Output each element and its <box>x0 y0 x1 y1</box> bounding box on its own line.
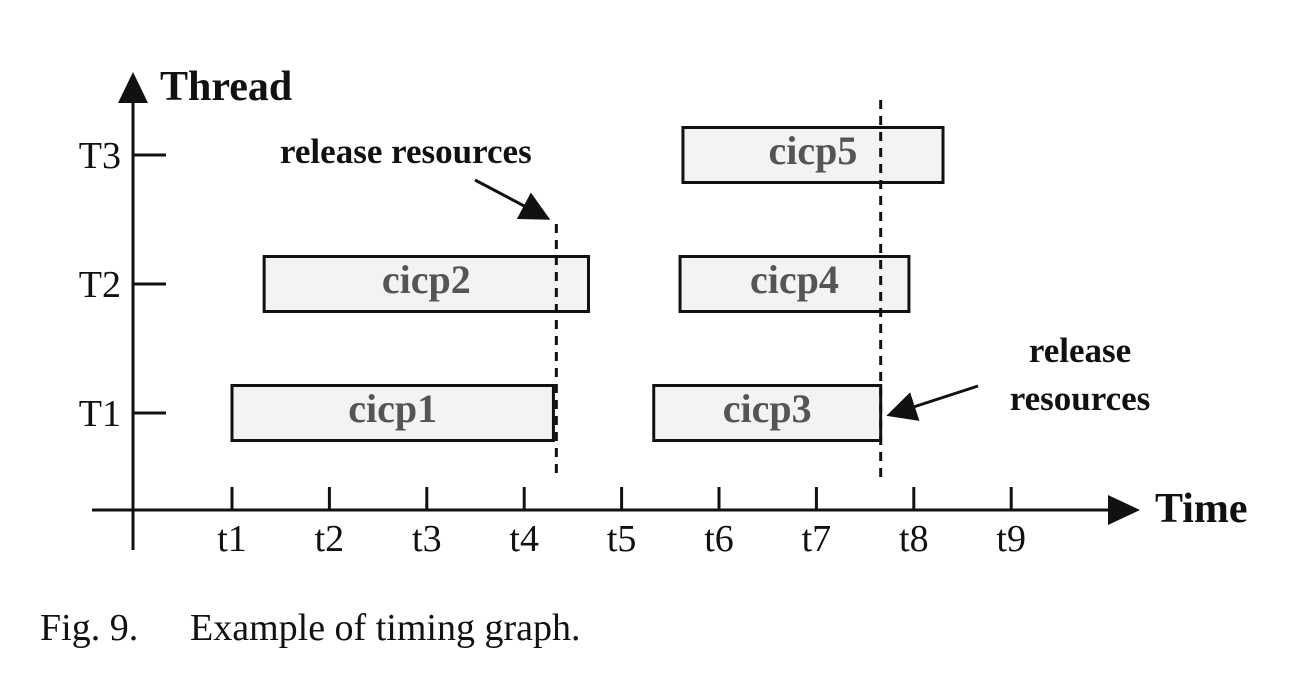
task-bar <box>262 255 590 313</box>
y-tick-label: T1 <box>79 393 121 435</box>
release-arrow-2 <box>886 384 979 421</box>
x-tick-label: t1 <box>217 518 247 560</box>
x-tick-label: t4 <box>509 518 539 560</box>
task-bar-label: cicp4 <box>750 257 839 302</box>
x-axis-arrowhead <box>1108 495 1140 525</box>
release-lines <box>554 100 883 483</box>
task-bar <box>230 384 555 442</box>
x-tick-label: t5 <box>607 518 637 560</box>
caption-number: Fig. 9. <box>40 607 139 649</box>
task-bar-label: cicp1 <box>348 386 437 431</box>
x-axis-title: Time <box>1155 486 1248 532</box>
y-axis-arrowhead <box>118 72 148 103</box>
x-tick-label: t3 <box>412 518 442 560</box>
caption-text: Example of timing graph. <box>190 607 581 649</box>
y-tick-label: T3 <box>79 135 121 177</box>
task-bar-label: cicp2 <box>382 257 471 302</box>
x-tick-label: t7 <box>802 518 832 560</box>
task-bar <box>678 255 911 313</box>
x-ticks: t1 t2 t3 t4 t5 t6 t7 t8 t9 <box>217 487 1026 560</box>
task-bar <box>681 126 945 184</box>
release-annotation-2-line1: release <box>1029 331 1131 370</box>
x-tick-label: t6 <box>704 518 734 560</box>
release-arrow-1 <box>474 178 551 220</box>
x-tick-label: t8 <box>899 518 929 560</box>
y-axis-title: Thread <box>160 64 292 110</box>
release-annotation-2-line2: resources <box>1010 379 1151 418</box>
y-ticks: T1 T2 T3 <box>79 135 166 435</box>
x-tick-label: t2 <box>315 518 345 560</box>
task-bar-label: cicp5 <box>769 128 858 173</box>
y-tick-label: T2 <box>79 264 121 306</box>
task-bar-label: cicp3 <box>723 386 812 431</box>
task-bars: cicp1 cicp2 cicp3 cicp4 cicp5 <box>230 126 945 442</box>
x-tick-label: t9 <box>996 518 1026 560</box>
figure-caption: Fig. 9. Example of timing graph. <box>40 606 580 650</box>
release-annotation-1: release resources <box>280 132 532 171</box>
